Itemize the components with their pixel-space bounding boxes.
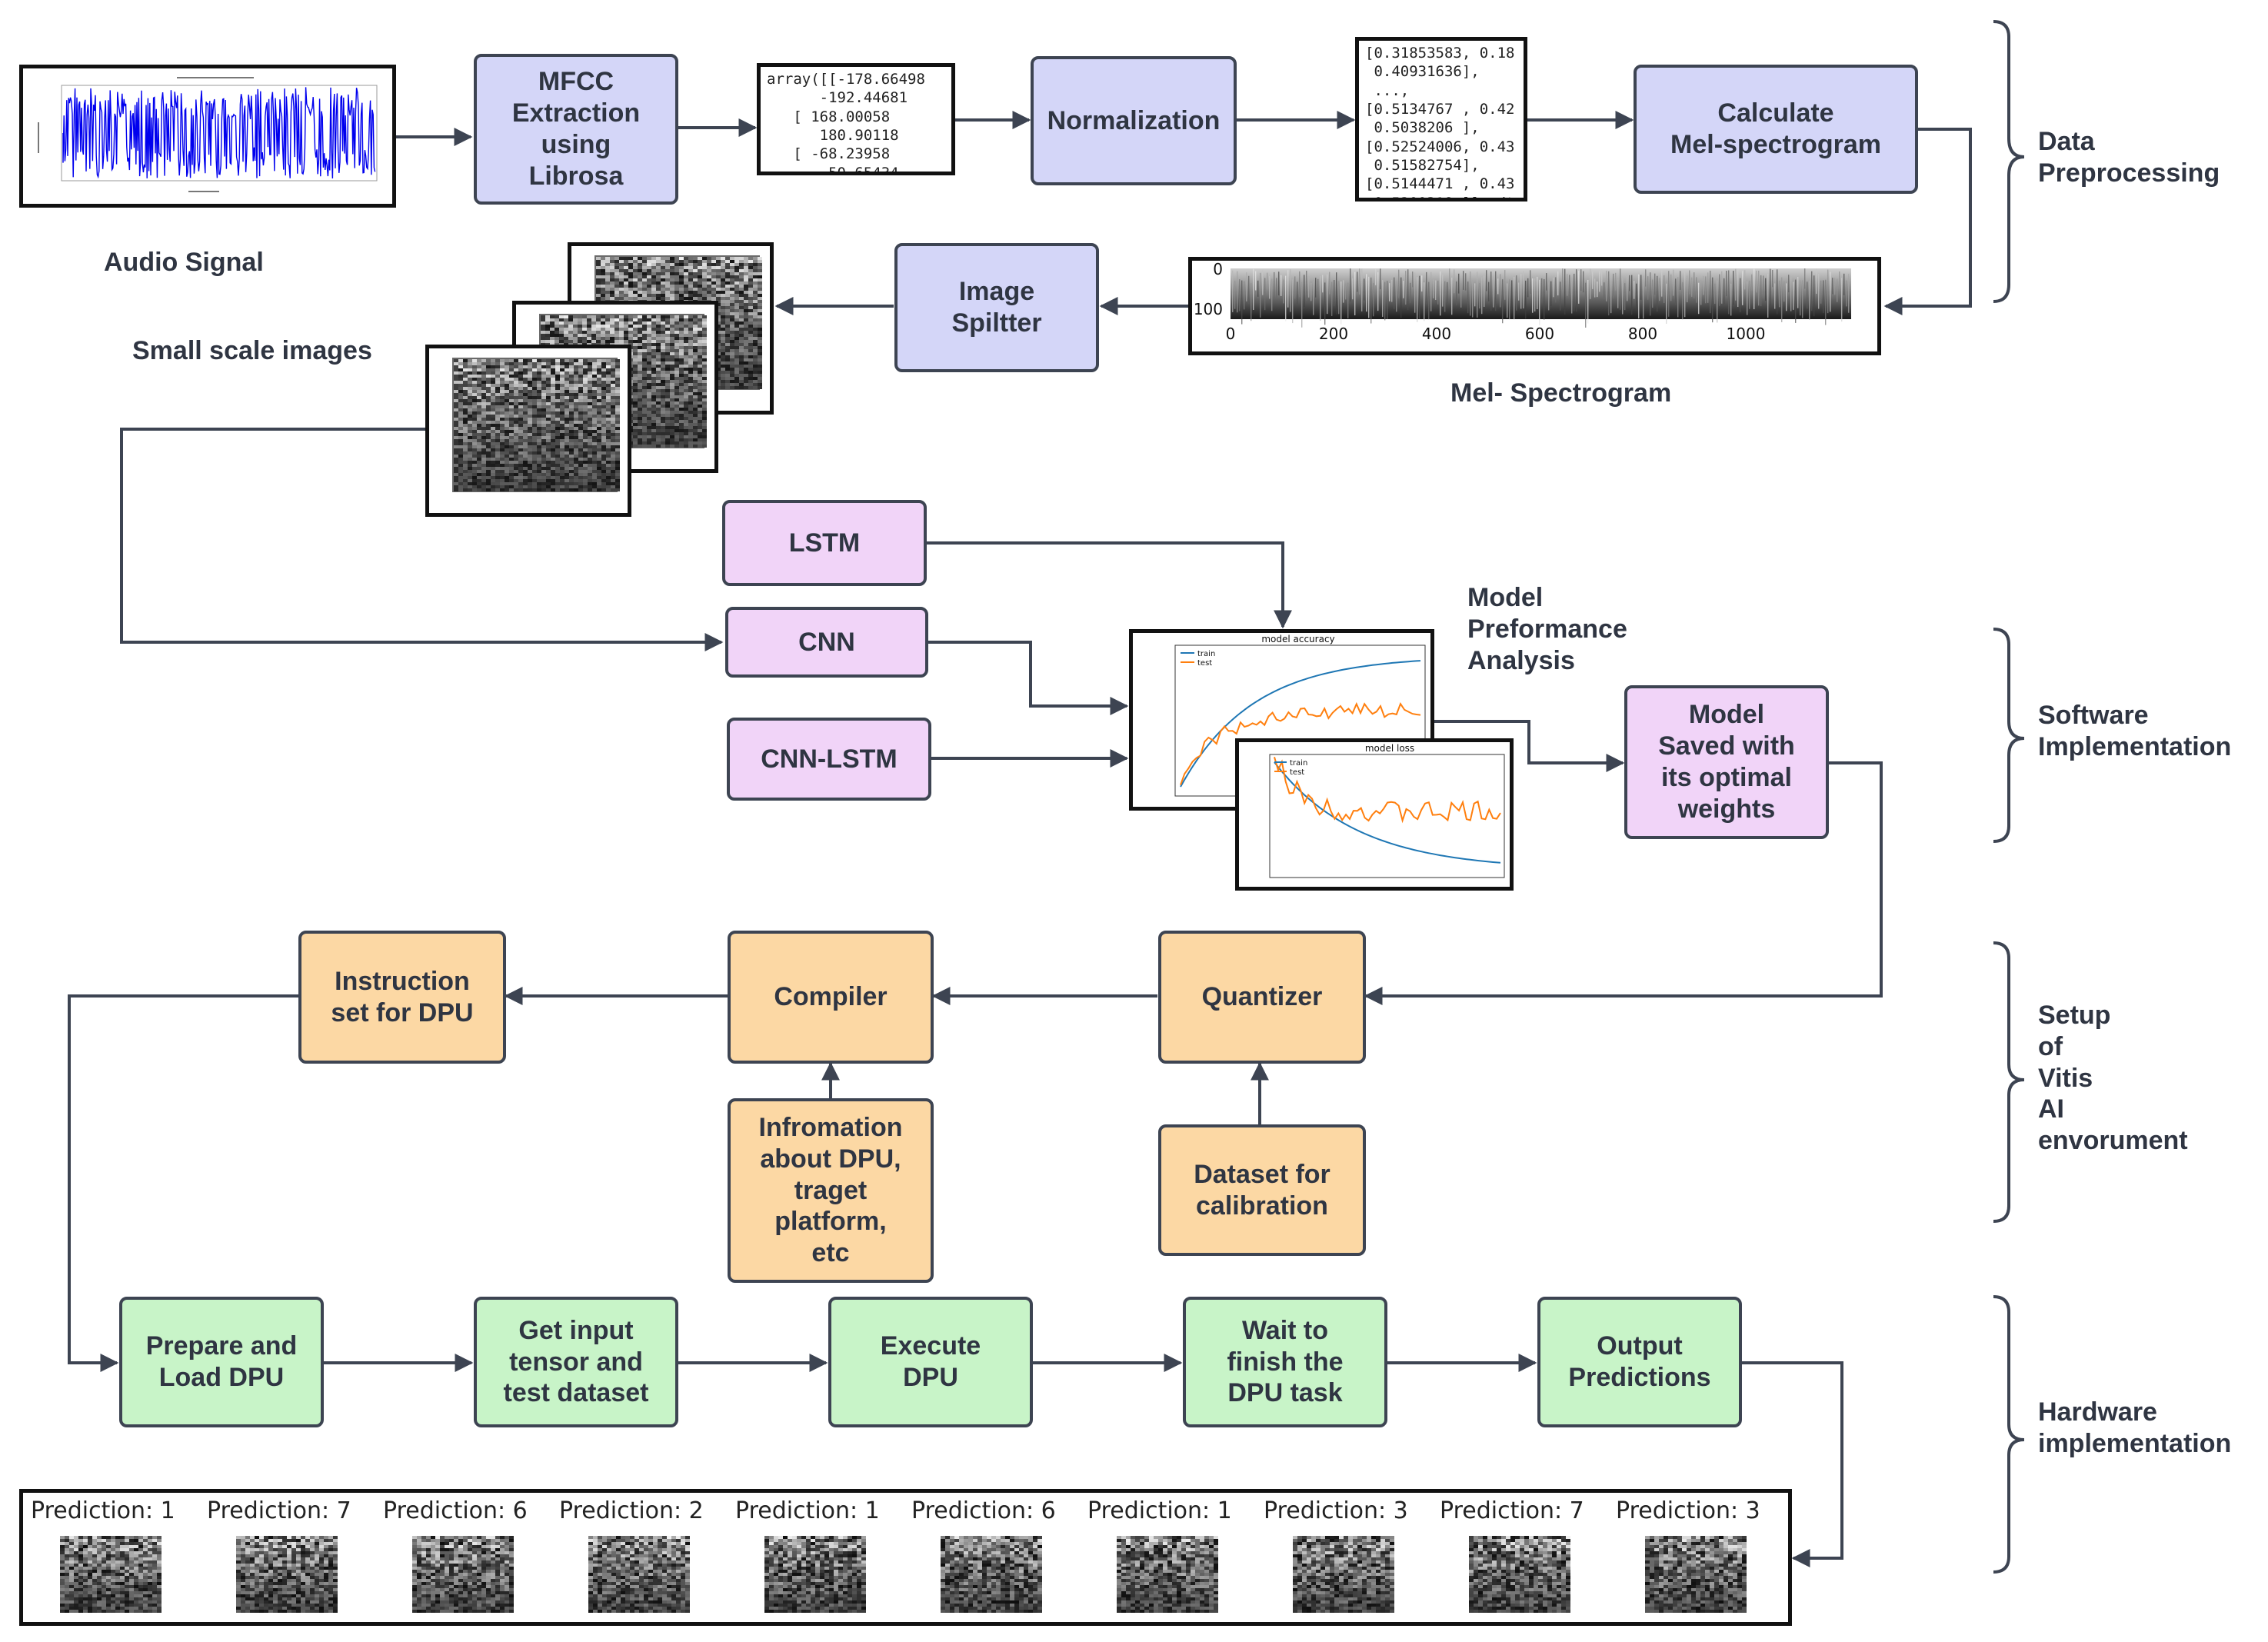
prediction-label: Prediction: 1	[1087, 1497, 1232, 1524]
small-scale-images-label: Small scale images	[132, 336, 372, 365]
prediction-thumbnail	[764, 1536, 866, 1613]
arrow-lstm-to-performance	[927, 541, 1292, 629]
dpu-information-box: Infromation about DPU, traget platform, …	[728, 1098, 934, 1283]
prediction-thumbnail	[1469, 1536, 1570, 1613]
loss-plot-title: model loss	[1365, 743, 1414, 754]
normalized-array-output: [0.31853583, 0.18 0.40931636], ..., [0.5…	[1355, 37, 1527, 202]
prediction-thumbnail	[941, 1536, 1042, 1613]
loss-plot: model loss train test	[1235, 738, 1514, 891]
loss-legend-test: test	[1290, 768, 1304, 777]
section-label-hardware-implementation: Hardware implementation	[2038, 1397, 2232, 1458]
mel-y-tick: 100	[1194, 300, 1223, 318]
cnn-box: CNN	[725, 607, 928, 678]
accuracy-curve-chart: model accuracy train test	[1174, 634, 1426, 797]
section-braces	[1993, 20, 2025, 1574]
prediction-label: Prediction: 1	[31, 1497, 175, 1524]
brace-hardware-implementation	[1993, 1295, 2025, 1574]
model-performance-label: Model Preformance Analysis	[1467, 583, 1627, 675]
calculate-mel-spectrogram-box: Calculate Mel-spectrogram	[1634, 65, 1918, 194]
mel-y-tick: 0	[1213, 261, 1223, 278]
prediction-label: Prediction: 1	[735, 1497, 880, 1524]
spectrogram-thumbnail	[452, 358, 620, 492]
arrow-performance-to-saved	[1434, 720, 1625, 772]
mfcc-array-output: array([[-178.66498 -192.44681 [ 168.0005…	[757, 63, 955, 175]
prediction-label: Prediction: 3	[1264, 1497, 1408, 1524]
mel-spectrogram-label: Mel- Spectrogram	[1450, 378, 1672, 408]
arrow-images-to-cnn	[120, 428, 724, 651]
arrow-saved-to-quantizer	[1364, 761, 1883, 1005]
mel-x-tick: 1000	[1727, 325, 1766, 343]
wait-dpu-task-box: Wait to finish the DPU task	[1183, 1297, 1387, 1427]
brace-software-implementation	[1993, 628, 2025, 843]
prediction-thumbnail	[1117, 1536, 1218, 1613]
execute-dpu-box: Execute DPU	[828, 1297, 1033, 1427]
prediction-thumbnail	[412, 1536, 514, 1613]
predictions-strip: Prediction: 1 Prediction: 7 Prediction: 6 P…	[19, 1489, 1792, 1626]
prediction-thumbnail	[1293, 1536, 1394, 1613]
section-label-software-implementation: Software Implementation	[2038, 701, 2232, 761]
mel-x-tick: 200	[1319, 325, 1348, 343]
quantizer-box: Quantizer	[1158, 931, 1366, 1064]
prediction-thumbnail	[60, 1536, 162, 1613]
prediction-label: Prediction: 3	[1616, 1497, 1760, 1524]
output-predictions-box: Output Predictions	[1537, 1297, 1742, 1427]
image-splitter-box: Image Spiltter	[894, 243, 1099, 372]
prepare-load-dpu-box: Prepare and Load DPU	[119, 1297, 324, 1427]
loss-curve-chart: model loss train test	[1269, 743, 1505, 878]
brace-data-preprocessing	[1993, 20, 2025, 303]
model-saved-box: Model Saved with its optimal weights	[1624, 685, 1829, 839]
mel-x-tick: 0	[1226, 325, 1236, 343]
prediction-label: Prediction: 7	[1440, 1497, 1584, 1524]
mfcc-extraction-box: MFCC Extraction using Librosa	[474, 54, 678, 205]
brace-vitis-setup	[1993, 941, 2025, 1223]
accuracy-legend-test: test	[1197, 659, 1212, 668]
accuracy-legend-train: train	[1197, 650, 1215, 658]
arrow-mel-to-spectrogram	[1883, 128, 1972, 315]
mel-x-tick: 600	[1525, 325, 1554, 343]
prediction-thumbnail	[1645, 1536, 1747, 1613]
audio-signal-plot	[19, 65, 396, 208]
lstm-box: LSTM	[722, 500, 927, 586]
prediction-label: Prediction: 6	[383, 1497, 528, 1524]
instruction-set-box: Instruction set for DPU	[298, 931, 506, 1064]
arrow-output-to-predictions	[1742, 1361, 1843, 1567]
audio-signal-label: Audio Signal	[104, 248, 264, 277]
small-image-1	[425, 345, 631, 517]
section-label-data-preprocessing: Data Preprocessing	[2038, 127, 2220, 188]
prediction-thumbnail	[588, 1536, 690, 1613]
prediction-label: Prediction: 6	[911, 1497, 1056, 1524]
audio-waveform-icon	[38, 77, 378, 192]
normalization-box: Normalization	[1031, 56, 1237, 185]
compiler-box: Compiler	[728, 931, 934, 1064]
arrow-cnn-to-performance	[928, 641, 1129, 715]
accuracy-plot-title: model accuracy	[1261, 634, 1334, 644]
get-input-tensor-box: Get input tensor and test dataset	[474, 1297, 678, 1427]
loss-legend-train: train	[1290, 759, 1307, 768]
prediction-label: Prediction: 7	[207, 1497, 351, 1524]
prediction-thumbnail	[236, 1536, 338, 1613]
arrow-instruction-to-prepare	[68, 994, 298, 1372]
calibration-dataset-box: Dataset for calibration	[1158, 1124, 1366, 1256]
cnn-lstm-box: CNN-LSTM	[727, 718, 931, 801]
mel-x-tick: 400	[1422, 325, 1451, 343]
section-label-vitis-setup: Setup of Vitis AI envorument	[2038, 1001, 2188, 1156]
prediction-label: Prediction: 2	[559, 1497, 704, 1524]
mel-x-tick: 800	[1628, 325, 1657, 343]
